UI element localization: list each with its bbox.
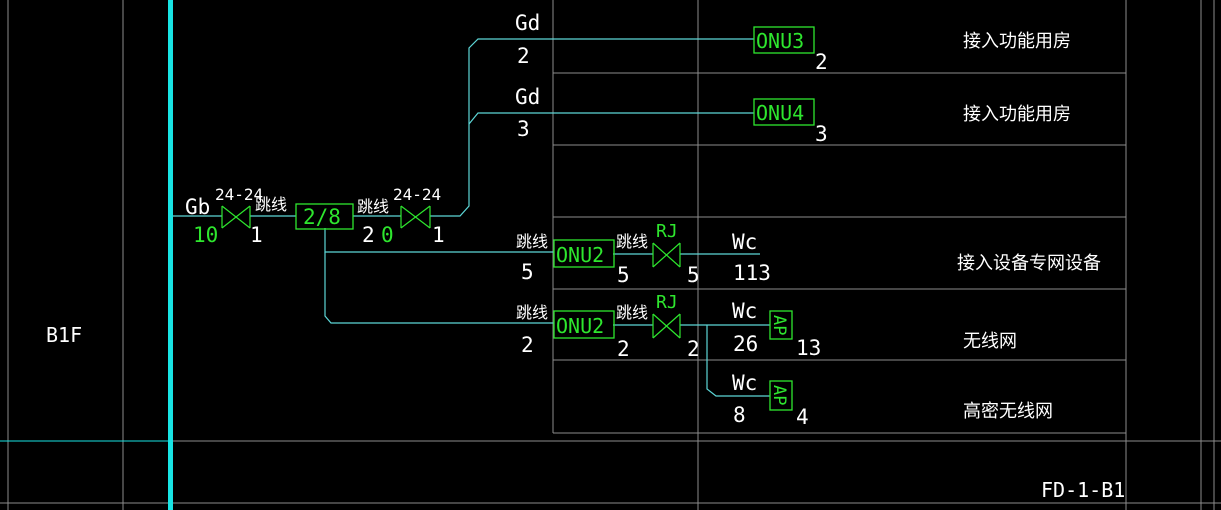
onu4-box — [753, 98, 815, 126]
main-bus — [168, 0, 173, 510]
branch1-jumper2-count: 5 — [617, 263, 630, 287]
ap-branch-cable-count: 8 — [733, 403, 746, 427]
patch-symbols — [221, 205, 681, 339]
branch1-cable-count: 113 — [733, 261, 771, 285]
source-jumper-count: 1 — [250, 223, 263, 247]
drawing-code: FD-1-B1 — [1041, 478, 1125, 502]
ap-branch-description: 高密无线网 — [963, 401, 1053, 422]
onu2-box-1 — [553, 239, 615, 268]
splitter-label: 2/8 — [303, 205, 341, 229]
feed1-device-count: 2 — [815, 50, 828, 74]
branch2-ap-count: 13 — [796, 336, 821, 360]
equipment-boxes — [295, 26, 815, 411]
source-jumper-label: 跳线 — [255, 195, 287, 214]
branch2-rj-label: RJ — [656, 292, 678, 313]
feed2-device-count: 3 — [815, 122, 828, 146]
source-patch-size: 24-24 — [215, 185, 263, 204]
feed2-description: 接入功能用房 — [963, 104, 1071, 125]
source-patch-symbol — [221, 205, 251, 229]
branch2-cable-type: Wc — [732, 299, 757, 323]
ap-box-2 — [769, 380, 793, 411]
branch1-jumper-count: 5 — [521, 260, 534, 284]
branch2-rj-count: 2 — [687, 337, 700, 361]
feed1-description: 接入功能用房 — [963, 31, 1071, 52]
branch2-description: 无线网 — [963, 331, 1017, 352]
branch1-jumper2-label: 跳线 — [616, 232, 648, 251]
branch1-jumper-label: 跳线 — [516, 232, 548, 251]
branch2-jumper-label: 跳线 — [516, 303, 548, 322]
output-patch-count: 1 — [432, 223, 445, 247]
onu3-box — [753, 26, 815, 54]
feed1-cable-count: 2 — [517, 44, 530, 68]
branch2-jumper-count: 2 — [521, 333, 534, 357]
rj-symbol-2 — [652, 313, 681, 339]
splitter-box — [295, 203, 354, 230]
feed1-device: ONU3 — [756, 29, 804, 53]
ap-label-2: AP — [769, 385, 789, 405]
branch2-device: ONU2 — [556, 314, 604, 338]
rj-symbol-1 — [652, 242, 681, 268]
branch2-cable-count: 26 — [733, 332, 758, 356]
ap-box-1 — [769, 310, 793, 340]
onu2-box-2 — [553, 310, 615, 339]
splitter-jumper-label: 跳线 — [357, 197, 389, 216]
output-patch-symbol — [400, 205, 431, 229]
feed2-device: ONU4 — [756, 101, 804, 125]
branch2-jumper2-count: 2 — [617, 337, 630, 361]
branch2-jumper2-label: 跳线 — [616, 303, 648, 322]
feed2-cable-count: 3 — [517, 117, 530, 141]
source-cable-count: 10 — [193, 223, 218, 247]
branch1-description: 接入设备专网设备 — [957, 253, 1101, 274]
ap-branch-cable-type: Wc — [732, 371, 757, 395]
output-patch-size: 24-24 — [393, 185, 441, 204]
feed2-cable-type: Gd — [515, 85, 540, 109]
splitter-jumper-count: 2 — [362, 223, 375, 247]
branch1-rj-count: 5 — [687, 263, 700, 287]
branch1-rj-label: RJ — [656, 221, 678, 242]
wiring — [173, 38, 770, 397]
ap-label-1: AP — [769, 315, 789, 335]
floor-label: B1F — [46, 323, 82, 347]
ap-branch-ap-count: 4 — [796, 405, 809, 429]
source-cable-type: Gb — [185, 195, 210, 219]
splitter-port-count: 0 — [381, 223, 394, 247]
branch1-device: ONU2 — [556, 243, 604, 267]
feed1-cable-type: Gd — [515, 11, 540, 35]
branch1-cable-type: Wc — [732, 230, 757, 254]
